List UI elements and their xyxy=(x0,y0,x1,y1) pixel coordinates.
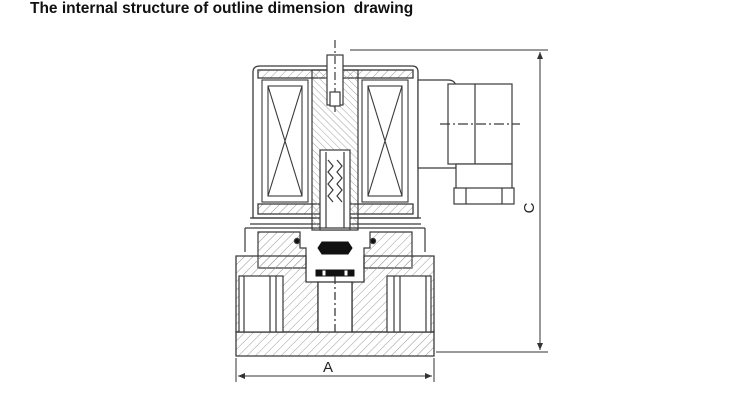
dimension-c xyxy=(350,49,548,353)
dimension-a-label: A xyxy=(323,359,333,376)
outlet-port xyxy=(386,275,432,333)
page-title: The internal structure of outline dimens… xyxy=(30,0,414,17)
top-bolt xyxy=(326,40,344,112)
coil-winding-left xyxy=(261,79,309,203)
diaphragm-seal xyxy=(315,241,355,277)
terminal-box xyxy=(417,79,520,205)
coil-winding-right xyxy=(361,79,409,203)
inlet-port xyxy=(238,275,284,333)
dimension-c-label: C xyxy=(521,202,538,213)
dimension-a xyxy=(235,358,435,382)
